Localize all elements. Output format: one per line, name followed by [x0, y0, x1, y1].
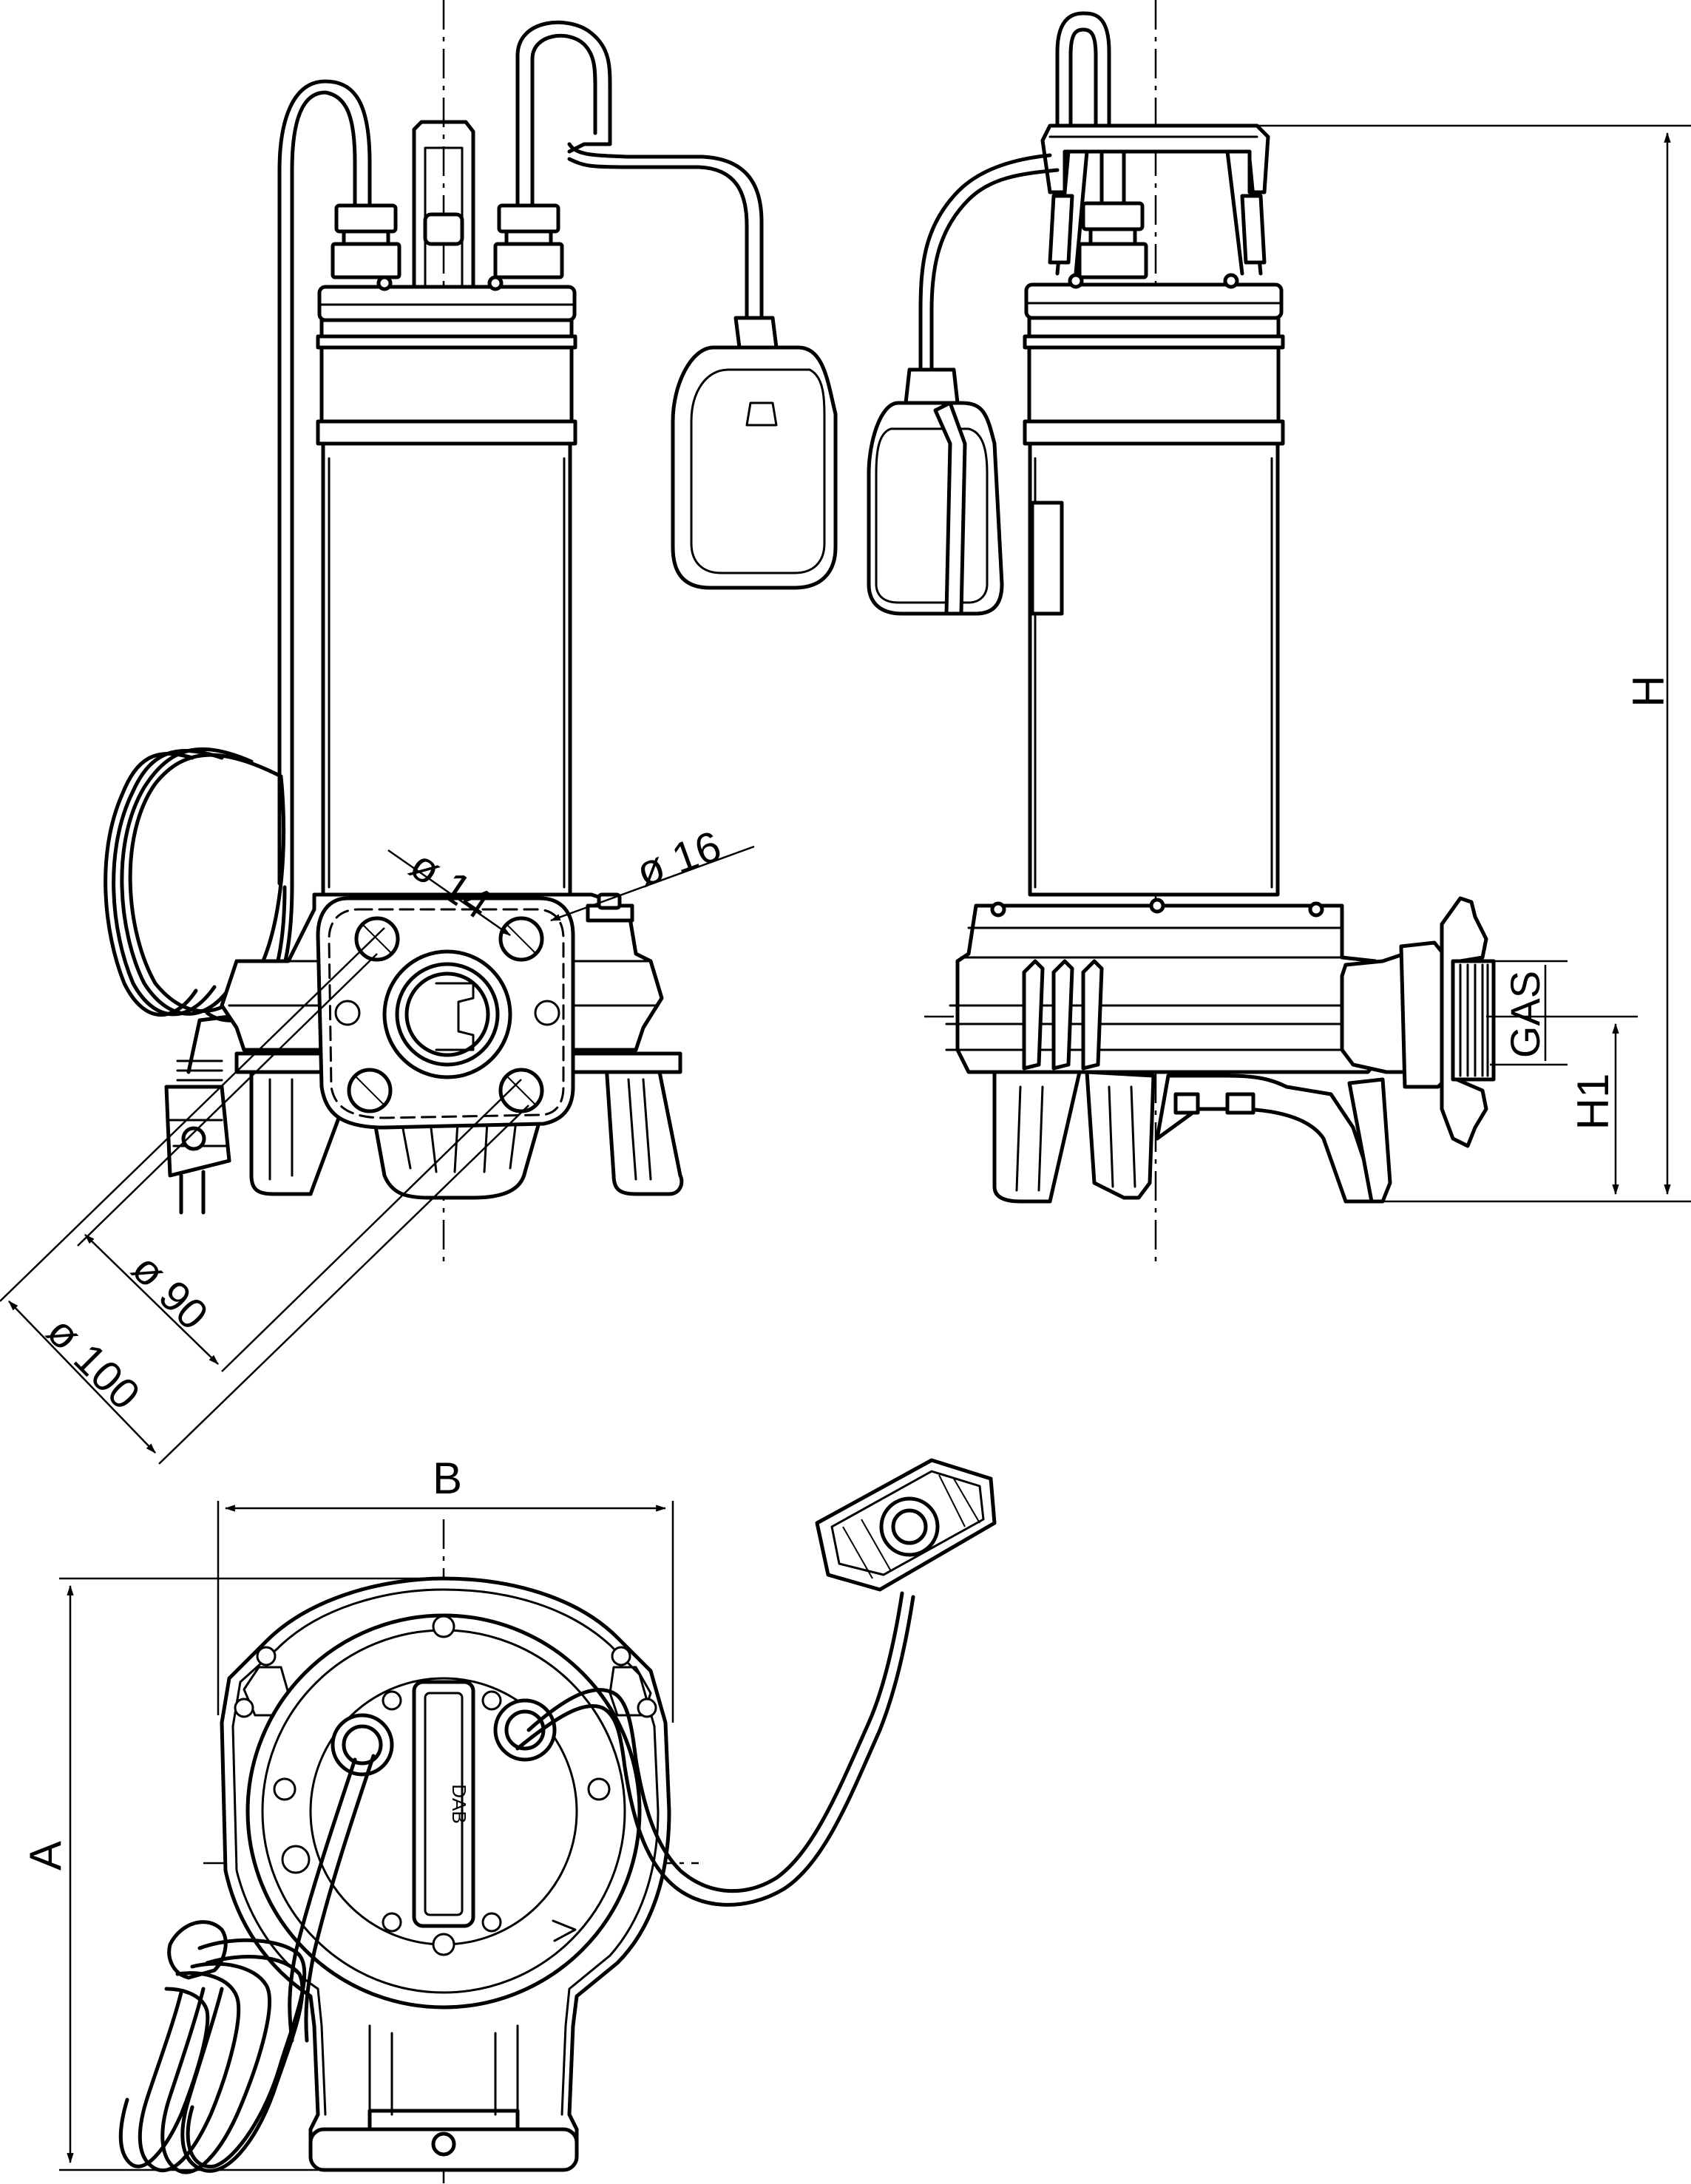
top-dimensions: B A — [21, 1454, 674, 2171]
plug-front — [164, 1059, 231, 1215]
dim-height: H — [1624, 675, 1673, 707]
dim-width: B — [433, 1454, 462, 1503]
float-switch-top — [815, 1458, 997, 1592]
dim-outlet-thread: GAS — [1502, 971, 1548, 1058]
dim-bolt-circle-inner: ø 90 — [123, 1244, 217, 1339]
front-view — [104, 0, 838, 1264]
top-view: DAB — [118, 1458, 997, 2184]
dim-bolt-circle-outer: ø 100 — [38, 1307, 149, 1419]
side-view — [867, 0, 1496, 1264]
dim-length: A — [21, 1841, 70, 1871]
cable-coil-top — [118, 1754, 376, 2174]
dim-hole-large: ø 16 — [630, 821, 727, 896]
dim-outlet-height: H1 — [1568, 1074, 1618, 1130]
svg-text:DAB: DAB — [448, 1784, 470, 1823]
side-dimensions: H H1 GAS — [1257, 124, 1691, 1203]
